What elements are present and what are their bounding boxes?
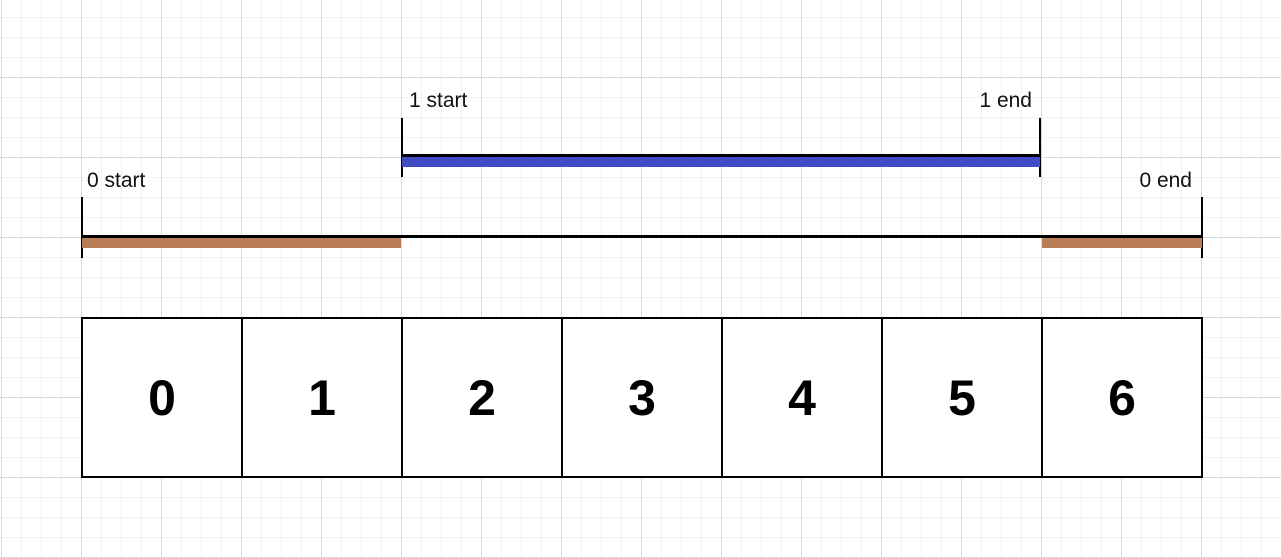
segment-0-bar-right [1042, 238, 1202, 248]
segment-1-bar [402, 157, 1040, 167]
segment-0-start-tick [81, 197, 83, 258]
array-cell-5: 5 [883, 319, 1043, 476]
array-cell-3: 3 [563, 319, 723, 476]
segment-1-start-tick [401, 118, 403, 177]
array-cell-0: 0 [83, 319, 243, 476]
segment-0-end-tick [1201, 197, 1203, 258]
segment-0-end-label: 0 end [1139, 169, 1192, 192]
segment-0-start-label: 0 start [87, 169, 146, 192]
array-cell-2: 2 [403, 319, 563, 476]
segment-0-baseline [82, 235, 1202, 238]
segment-1-end-label: 1 end [979, 89, 1032, 112]
segment-1-end-tick [1039, 118, 1041, 177]
array-cell-6: 6 [1108, 369, 1136, 426]
array-row: 0 1 2 3 4 5 6 [81, 317, 1203, 478]
array-cell-4: 4 [723, 319, 883, 476]
segment-0-bar-left [82, 238, 401, 248]
segment-1-start-label: 1 start [409, 89, 468, 112]
segment-1-baseline [402, 154, 1040, 157]
array-cell-1: 1 [243, 319, 403, 476]
